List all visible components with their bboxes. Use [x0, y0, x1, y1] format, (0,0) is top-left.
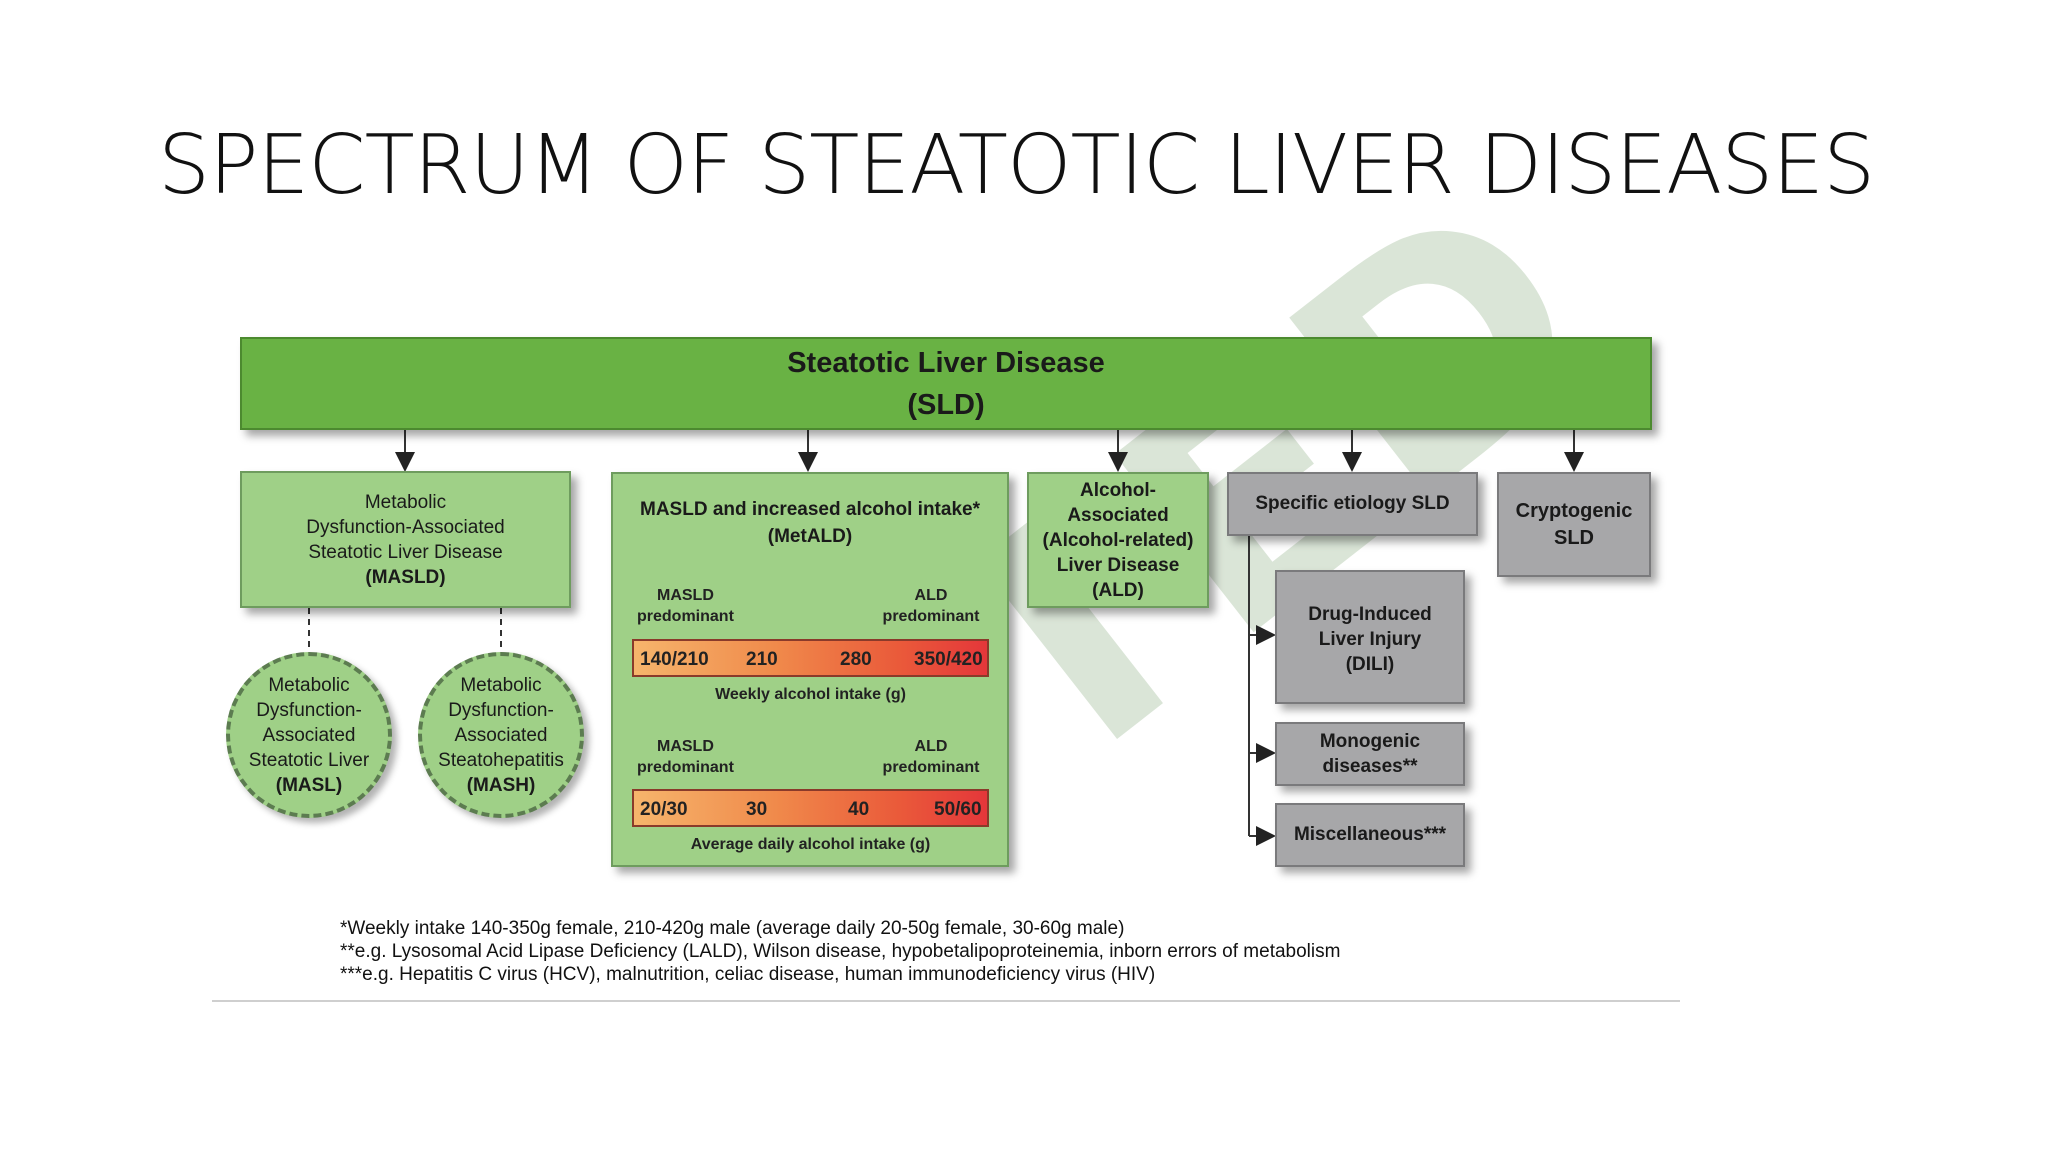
footnote-2: **e.g. Lysosomal Acid Lipase Deficiency …: [340, 941, 1341, 962]
specific-etiology-box: Specific etiology SLD: [1227, 472, 1478, 536]
masl-line2: Dysfunction-: [256, 699, 362, 721]
monogenic-box: Monogenic diseases**: [1275, 722, 1465, 786]
daily-left-line2: predominant: [637, 759, 734, 776]
weekly-right-line1: ALD: [914, 587, 948, 604]
misc-box: Miscellaneous***: [1275, 803, 1465, 867]
specific-etiology-label: Specific etiology SLD: [1255, 493, 1450, 514]
footnote-3: ***e.g. Hepatitis C virus (HCV), malnutr…: [340, 964, 1156, 985]
daily-left-line1: MASLD: [657, 738, 714, 755]
weekly-right-label: ALD predominant: [877, 585, 985, 627]
dili-box: Drug-Induced Liver Injury (DILI): [1275, 570, 1465, 704]
mash-circle: Metabolic Dysfunction- Associated Steato…: [418, 652, 584, 818]
weekly-tick-4: 350/420: [914, 649, 983, 670]
cryptogenic-box: Cryptogenic SLD: [1497, 472, 1651, 577]
masld-abbr: (MASLD): [365, 566, 446, 588]
sld-root-box: Steatotic Liver Disease (SLD): [240, 337, 1652, 430]
weekly-intake-bar: 140/210 210 280 350/420: [632, 639, 989, 677]
ald-abbr: (ALD): [1092, 579, 1144, 601]
mash-abbr: (MASH): [466, 774, 536, 796]
cryptogenic-line1: Cryptogenic: [1515, 499, 1633, 522]
daily-right-line2: predominant: [882, 759, 980, 776]
dili-line1: Drug-Induced: [1308, 604, 1432, 625]
dili-line2: Liver Injury: [1318, 629, 1422, 650]
weekly-left-line2: predominant: [637, 608, 734, 625]
cryptogenic-line2: SLD: [1554, 526, 1594, 549]
masl-circle: Metabolic Dysfunction- Associated Steato…: [226, 652, 392, 818]
masl-line4: Steatotic Liver: [248, 749, 370, 771]
sld-root-title: Steatotic Liver Disease: [787, 346, 1105, 379]
daily-axis-label: Average daily alcohol intake (g): [690, 836, 931, 853]
masl-line1: Metabolic: [268, 674, 350, 696]
daily-tick-1: 20/30: [640, 799, 688, 820]
misc-label: Miscellaneous***: [1293, 824, 1447, 845]
metald-title: MASLD and increased alcohol intake*: [640, 499, 980, 520]
footnote-1: *Weekly intake 140-350g female, 210-420g…: [340, 918, 1125, 939]
ald-box: Alcohol- Associated (Alcohol-related) Li…: [1027, 472, 1209, 608]
weekly-axis-label: Weekly alcohol intake (g): [715, 686, 906, 703]
masld-line1: Metabolic: [364, 491, 447, 513]
masl-abbr: (MASL): [275, 774, 343, 796]
mash-line4: Steatohepatitis: [438, 749, 564, 771]
weekly-left-line1: MASLD: [657, 587, 714, 604]
metald-abbr: (MetALD): [767, 526, 853, 547]
ald-line4: Liver Disease: [1056, 554, 1180, 576]
slide-title: SPECTRUM OF STEATOTIC LIVER DISEASES: [158, 118, 1875, 213]
monogenic-line1: Monogenic: [1319, 731, 1421, 752]
daily-right-line1: ALD: [914, 738, 948, 755]
masld-line2: Dysfunction-Associated: [306, 516, 505, 538]
mash-line1: Metabolic: [460, 674, 542, 696]
weekly-tick-1: 140/210: [640, 649, 709, 670]
sld-root-abbr: (SLD): [907, 388, 985, 421]
masld-line3: Steatotic Liver Disease: [308, 541, 503, 563]
monogenic-line2: diseases**: [1322, 756, 1418, 777]
masld-box: Metabolic Dysfunction-Associated Steatot…: [240, 471, 571, 608]
daily-tick-2: 30: [746, 799, 768, 820]
daily-tick-3: 40: [848, 799, 870, 820]
mash-line3: Associated: [454, 724, 548, 746]
daily-right-label: ALD predominant: [877, 736, 985, 778]
dili-abbr: (DILI): [1345, 654, 1395, 675]
masl-line3: Associated: [262, 724, 356, 746]
weekly-left-label: MASLD predominant: [637, 585, 734, 627]
mash-line2: Dysfunction-: [448, 699, 554, 721]
weekly-tick-2: 210: [746, 649, 778, 670]
ald-line2: Associated: [1067, 504, 1169, 526]
daily-intake-bar: 20/30 30 40 50/60: [632, 789, 989, 827]
daily-tick-4: 50/60: [934, 799, 982, 820]
daily-left-label: MASLD predominant: [637, 736, 734, 778]
weekly-right-line2: predominant: [882, 608, 980, 625]
weekly-tick-3: 280: [840, 649, 872, 670]
ald-line1: Alcohol-: [1080, 479, 1156, 501]
ald-line3: (Alcohol-related): [1042, 529, 1194, 551]
